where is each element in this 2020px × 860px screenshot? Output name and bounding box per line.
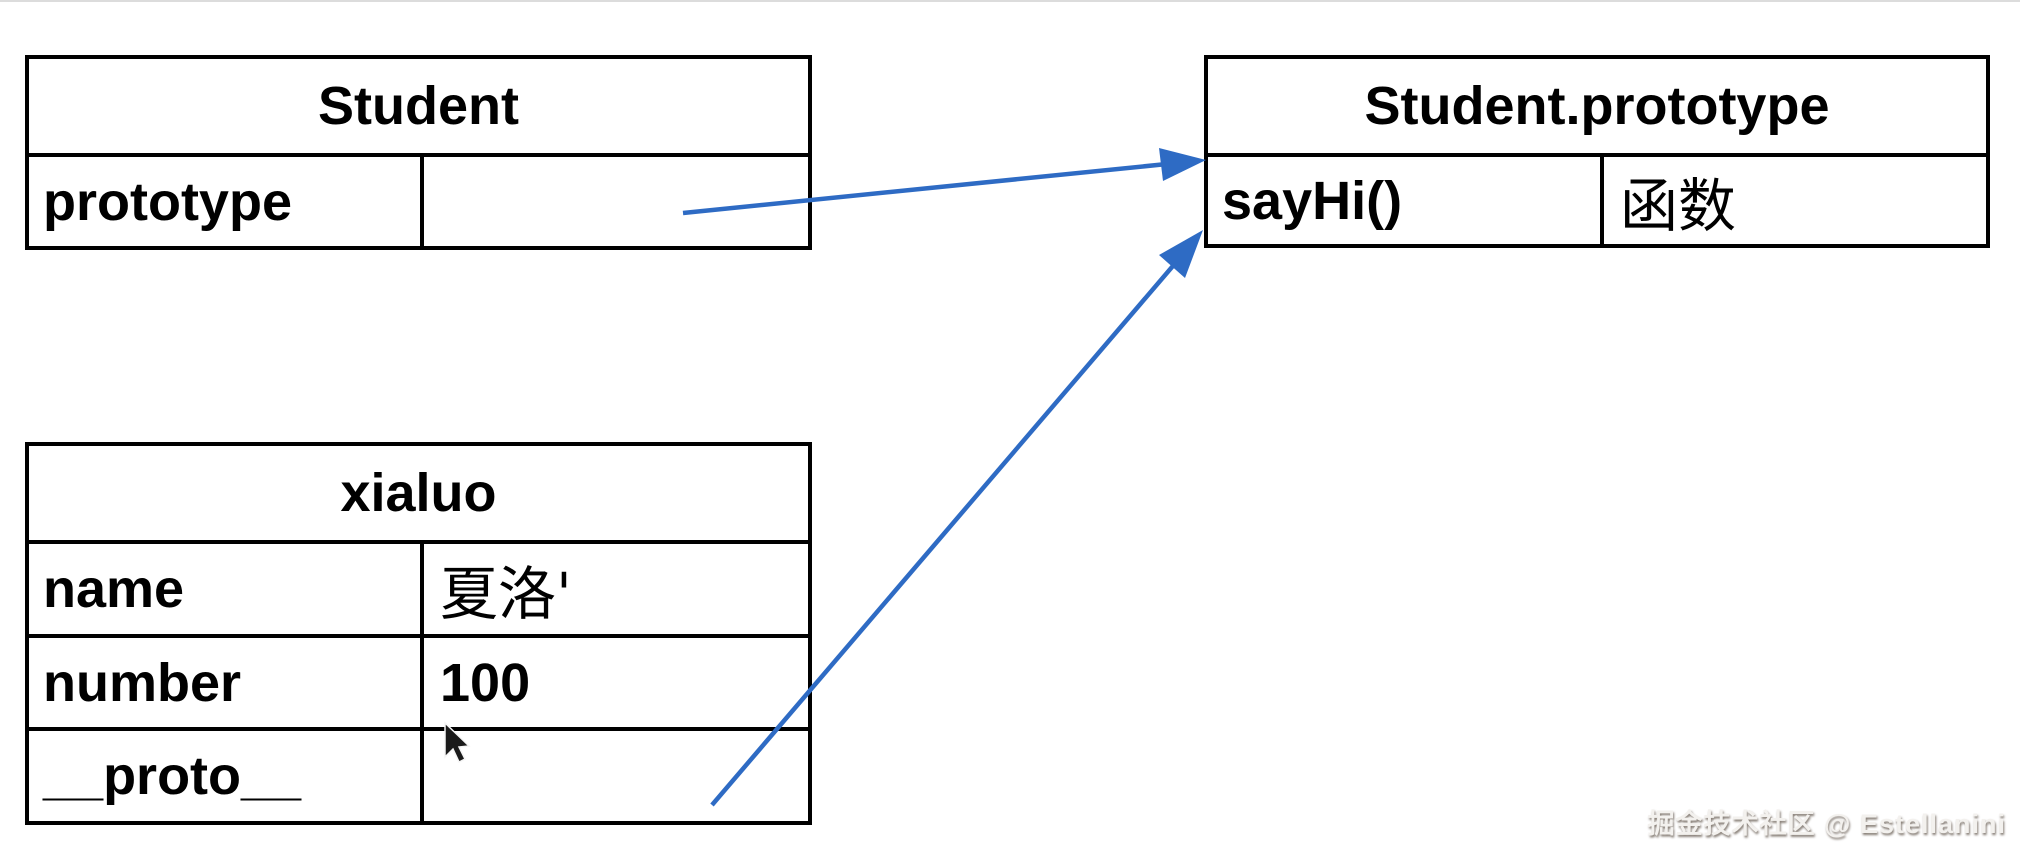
top-edge-divider — [0, 0, 2020, 2]
proto-key-cell: __proto__ — [29, 731, 424, 822]
number-value-cell: 100 — [440, 652, 531, 713]
table-row: name 夏洛' — [29, 544, 808, 638]
name-key-cell: name — [29, 544, 424, 634]
student-table-title: Student — [29, 59, 808, 157]
number-key-cell: number — [29, 637, 424, 728]
name-value-cell: 夏洛' — [440, 559, 572, 628]
student-prototype-value-cell — [424, 157, 808, 246]
table-row: number 100 — [29, 637, 808, 732]
xialuo-table: xialuo name 夏洛' number 100 __proto__ — [25, 442, 812, 825]
student-prototype-table-title: Student.prototype — [1208, 59, 1986, 157]
student-prototype-table: Student.prototype sayHi() 函数 — [1204, 55, 1990, 248]
student-table: Student prototype — [25, 55, 812, 250]
table-row: __proto__ — [29, 731, 808, 822]
table-row: prototype — [29, 157, 808, 246]
sayhi-key-cell: sayHi() — [1208, 157, 1604, 244]
xialuo-table-title: xialuo — [29, 446, 808, 544]
student-prototype-key-cell: prototype — [29, 157, 424, 246]
proto-value-cell — [424, 731, 808, 821]
sayhi-value-cell: 函数 — [1620, 171, 1737, 240]
table-row: sayHi() 函数 — [1208, 157, 1986, 244]
watermark-text: 掘金技术社区 @ Estellanini — [1647, 809, 2006, 839]
